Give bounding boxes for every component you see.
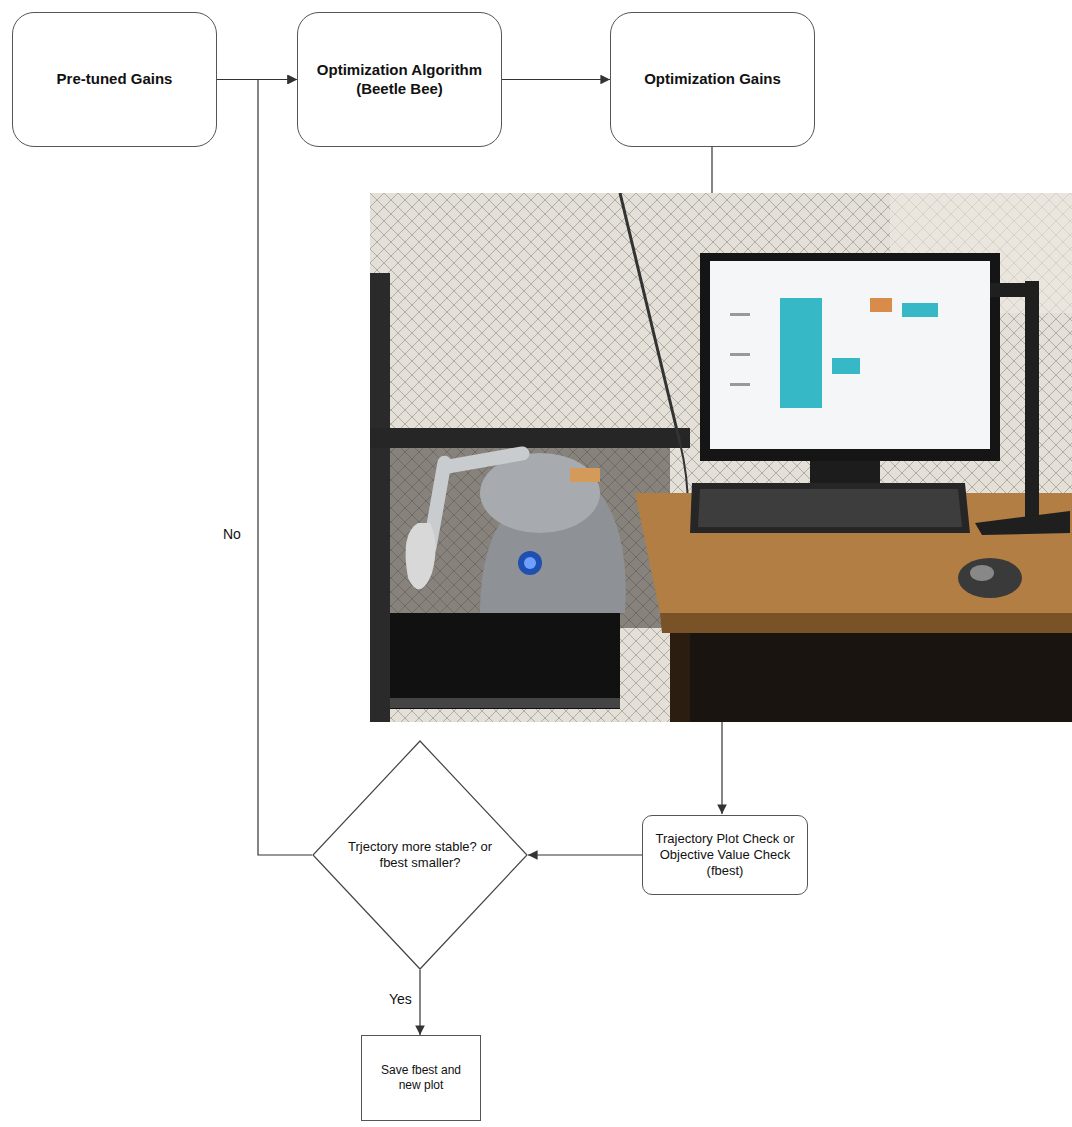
edge-label: No <box>220 525 244 543</box>
process-box: Optimization Gains <box>610 12 815 147</box>
node-text: Save fbest and new plot <box>372 1063 470 1093</box>
check-box: Trajectory Plot Check or Objective Value… <box>642 815 808 895</box>
node-text: Optimization Gains <box>644 70 781 89</box>
node-text: Trajectory Plot Check or Objective Value… <box>653 831 797 880</box>
decision-diamond: Trjectory more stable? or fbest smaller? <box>312 740 528 970</box>
node-text: Trjectory more stable? or fbest smaller? <box>345 839 495 872</box>
leader-line <box>711 147 712 193</box>
flow-arrow <box>419 970 420 1035</box>
flow-arrow <box>502 79 610 80</box>
output-box: Save fbest and new plot <box>361 1035 481 1121</box>
flow-arrow <box>258 80 312 856</box>
edge-label: Yes <box>386 990 415 1008</box>
lab-photo <box>370 193 1072 722</box>
process-box: Pre-tuned Gains <box>12 12 217 147</box>
leader-arrow <box>721 722 722 814</box>
node-text: Optimization Algorithm (Beetle Bee) <box>308 61 491 99</box>
node-text: Pre-tuned Gains <box>57 70 173 89</box>
flow-arrow <box>528 854 642 855</box>
process-box: Optimization Algorithm (Beetle Bee) <box>297 12 502 147</box>
